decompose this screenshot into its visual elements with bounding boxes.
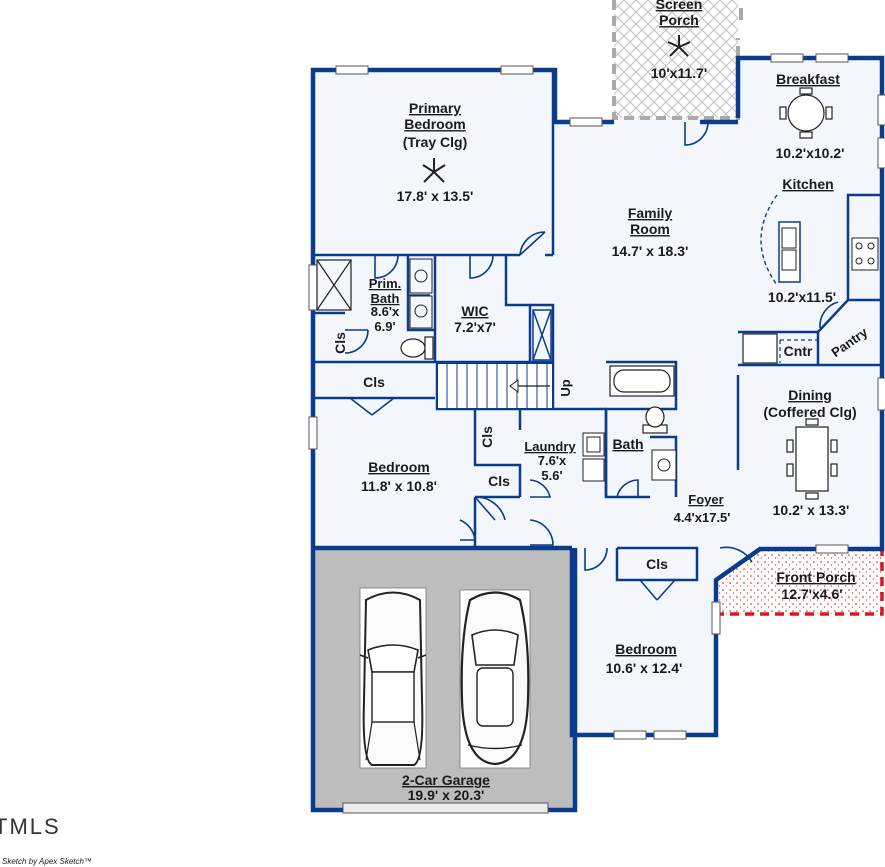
breakfast-table [779, 87, 833, 139]
prim-bath-name: Prim.Bath [369, 276, 402, 306]
doors [344, 121, 839, 601]
washer-dryer [582, 432, 605, 482]
toilet-icon [642, 406, 668, 434]
floor-fill [313, 58, 882, 735]
stove-icon [851, 237, 879, 271]
counter [742, 333, 818, 364]
windows [308, 53, 885, 740]
bedroom2-dims: 11.8' x 10.8' [361, 478, 437, 494]
bedroom2-name: Bedroom [368, 459, 429, 475]
wic-name: WIC [461, 303, 488, 319]
screen-porch-dims: 10'x11.7' [651, 65, 708, 81]
cls-bed3-label: Cls [646, 556, 668, 572]
bath-name: Bath [612, 436, 643, 452]
front-porch-dims: 12.7'x4.6' [781, 586, 842, 602]
sink-icon [409, 258, 433, 329]
shower [316, 259, 352, 311]
dining-note: (Coffered Clg) [763, 404, 856, 420]
dining-dims: 10.2' x 13.3' [773, 502, 850, 518]
cntr-label: Cntr [784, 343, 813, 359]
primary-bedroom-note: (Tray Clg) [403, 134, 468, 150]
foyer-dims: 4.4'x17.5' [674, 510, 731, 525]
garage-dims: 19.9' x 20.3' [408, 787, 485, 803]
mls-watermark: TMLS [0, 814, 61, 839]
car-icon [359, 587, 427, 769]
laundry-name: Laundry [524, 439, 576, 454]
garage-area [310, 548, 578, 814]
car-icon [459, 589, 531, 769]
sketch-credit: Sketch by Apex Sketch™ [2, 857, 92, 866]
stairs [436, 362, 554, 410]
dining-table [786, 418, 838, 500]
kitchen-name: Kitchen [782, 176, 833, 192]
garage-name: 2-Car Garage [402, 772, 490, 788]
family-room-dims: 14.7' x 18.3' [612, 243, 689, 259]
wic-dims: 7.2'x7' [454, 319, 496, 335]
primary-bedroom-dims: 17.8' x 13.5' [397, 188, 474, 204]
sink-icon [651, 449, 677, 481]
cls-bath-label: Cls [332, 332, 348, 354]
toilet-icon [400, 336, 434, 360]
kitchen-island [760, 194, 801, 286]
bathtub [609, 365, 675, 397]
bedroom3-name: Bedroom [615, 641, 676, 657]
dining-name: Dining [788, 387, 832, 403]
cls-hall-label: Cls [363, 374, 385, 390]
cls-laundry-label: Cls [479, 426, 495, 448]
kitchen-dims: 10.2'x11.5' [768, 289, 836, 305]
breakfast-name: Breakfast [776, 71, 840, 87]
breakfast-dims: 10.2'x10.2' [776, 145, 845, 161]
front-porch-name: Front Porch [776, 569, 855, 585]
foyer-name: Foyer [688, 492, 723, 507]
bedroom3-dims: 10.6' x 12.4' [606, 660, 683, 676]
stairs-up-label: Up [558, 379, 573, 396]
wic-shelf [532, 309, 552, 361]
cls-bedroom-label: Cls [488, 473, 510, 489]
ceiling-fan-icon [422, 158, 446, 183]
ceiling-fan-icon [667, 35, 691, 57]
